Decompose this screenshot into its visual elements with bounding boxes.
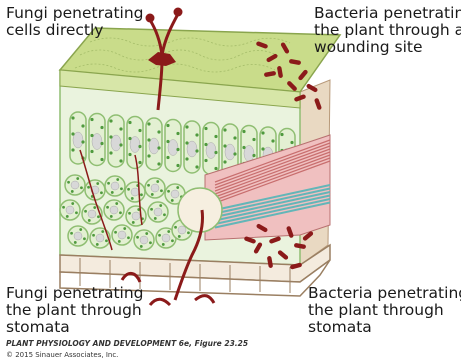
label-fungi-stomata: Fungi penetrating the plant through stom… [6, 285, 144, 336]
label-bacteria-stomata: Bacteria penetrating the plant through s… [308, 285, 461, 336]
label-fungi-direct: Fungi penetrating cells directly [6, 5, 144, 39]
label-bacteria-wound: Bacteria penetrating the plant through a… [314, 5, 461, 56]
figure-caption-title: PLANT PHYSIOLOGY AND DEVELOPMENT 6e, Fig… [6, 339, 248, 348]
figure-caption-copyright: © 2015 Sinauer Associates, Inc. [6, 351, 118, 359]
